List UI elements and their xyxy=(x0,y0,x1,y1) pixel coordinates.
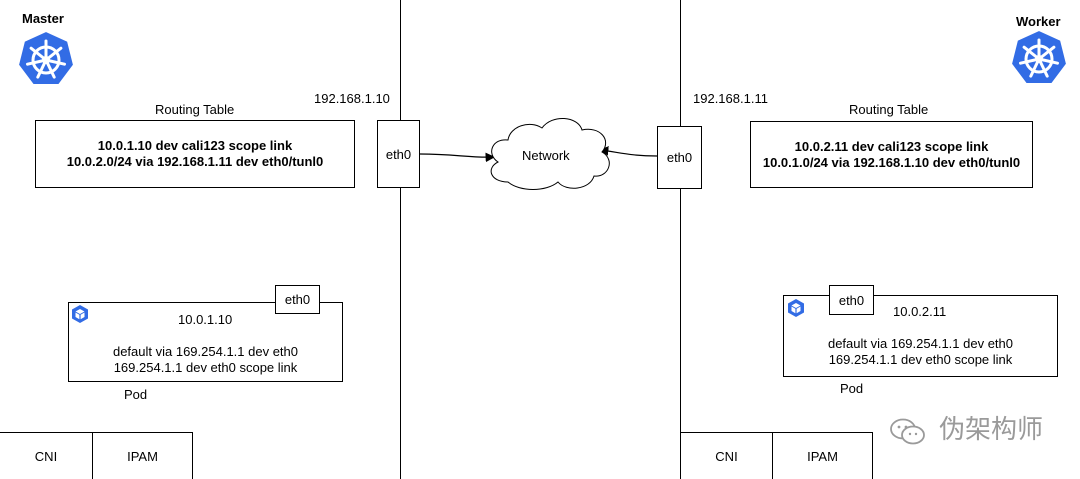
worker-to-network-link xyxy=(598,146,658,157)
master-node-box xyxy=(0,0,401,479)
master-pod-routes: default via 169.254.1.1 dev eth0 169.254… xyxy=(68,344,343,376)
master-pod-eth0: eth0 xyxy=(275,285,320,314)
master-pod-route-1: default via 169.254.1.1 dev eth0 xyxy=(112,344,299,359)
worker-pod-routes: default via 169.254.1.1 dev eth0 169.254… xyxy=(783,336,1058,368)
worker-routing-table-label: Routing Table xyxy=(849,102,929,117)
master-pod-box xyxy=(68,302,343,382)
master-route-1: 10.0.1.10 dev cali123 scope link xyxy=(97,138,293,153)
worker-pod-cube-icon xyxy=(788,299,804,317)
worker-pod-ip: 10.0.2.11 xyxy=(893,304,947,319)
network-label: Network xyxy=(522,148,570,163)
master-k8s-logo-icon xyxy=(16,29,76,86)
worker-route-1: 10.0.2.11 dev cali123 scope link xyxy=(794,138,989,154)
master-node-title: Master xyxy=(22,11,64,26)
master-node-ip: 192.168.1.10 xyxy=(314,91,390,106)
worker-routing-table: 10.0.2.11 dev cali123 scope link 10.0.1.… xyxy=(750,121,1033,188)
worker-route-2: 10.0.1.0/24 via 192.168.1.10 dev eth0/tu… xyxy=(762,154,1021,170)
master-eth0-interface: eth0 xyxy=(377,120,420,188)
master-pod-cube-icon xyxy=(72,305,88,323)
master-pod-ip: 10.0.1.10 xyxy=(178,312,233,327)
worker-pod-route-1: default via 169.254.1.1 dev eth0 xyxy=(827,336,1014,351)
worker-ipam-box: IPAM xyxy=(772,432,873,479)
worker-node-ip: 192.168.1.11 xyxy=(693,91,768,106)
network-cloud-shape xyxy=(490,118,610,190)
worker-cni-box: CNI xyxy=(680,432,773,479)
worker-k8s-logo-icon xyxy=(1009,28,1069,85)
master-routing-table: 10.0.1.10 dev cali123 scope link 10.0.2.… xyxy=(35,120,355,188)
master-cni-box: CNI xyxy=(0,432,93,479)
watermark-text: 伪架构师 xyxy=(939,415,1044,445)
master-route-2: 10.0.2.0/24 via 192.168.1.11 dev eth0/tu… xyxy=(66,154,324,169)
worker-pod-route-2: 169.254.1.1 dev eth0 scope link xyxy=(828,352,1013,367)
worker-eth0-interface: eth0 xyxy=(657,126,702,189)
worker-node-box xyxy=(680,0,1080,479)
wechat-icon xyxy=(890,418,925,445)
master-to-network-link xyxy=(419,152,496,163)
master-ipam-box: IPAM xyxy=(92,432,193,479)
worker-node-title: Worker xyxy=(1016,14,1061,29)
master-pod-route-2: 169.254.1.1 dev eth0 scope link xyxy=(113,360,298,375)
worker-pod-eth0: eth0 xyxy=(829,285,874,315)
master-pod-label: Pod xyxy=(124,387,148,402)
worker-pod-box xyxy=(783,295,1058,377)
worker-pod-label: Pod xyxy=(840,381,864,396)
master-routing-table-label: Routing Table xyxy=(155,102,235,117)
